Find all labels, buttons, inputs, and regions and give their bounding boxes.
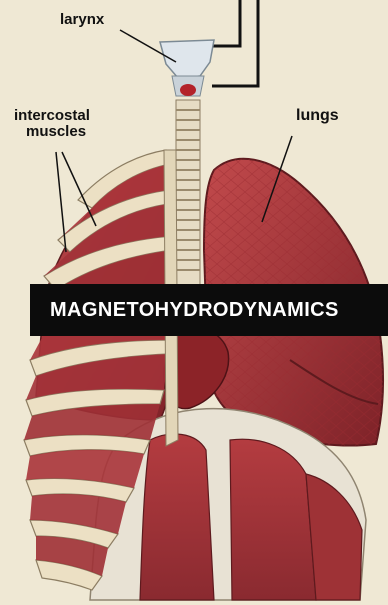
title-banner: MAGNETOHYDRODYNAMICS [30,284,388,336]
larynx-shape [160,40,214,96]
intercostal-label-line2: muscles [14,124,90,140]
trachea-shape [176,100,200,290]
intercostal-label-line1: intercostal [14,108,90,124]
intercostal-label: intercostal muscles [14,108,90,140]
lungs-label: lungs [296,108,339,125]
tube-connector [212,0,258,86]
larynx-label: larynx [60,12,104,28]
banner-text: MAGNETOHYDRODYNAMICS [50,299,339,322]
